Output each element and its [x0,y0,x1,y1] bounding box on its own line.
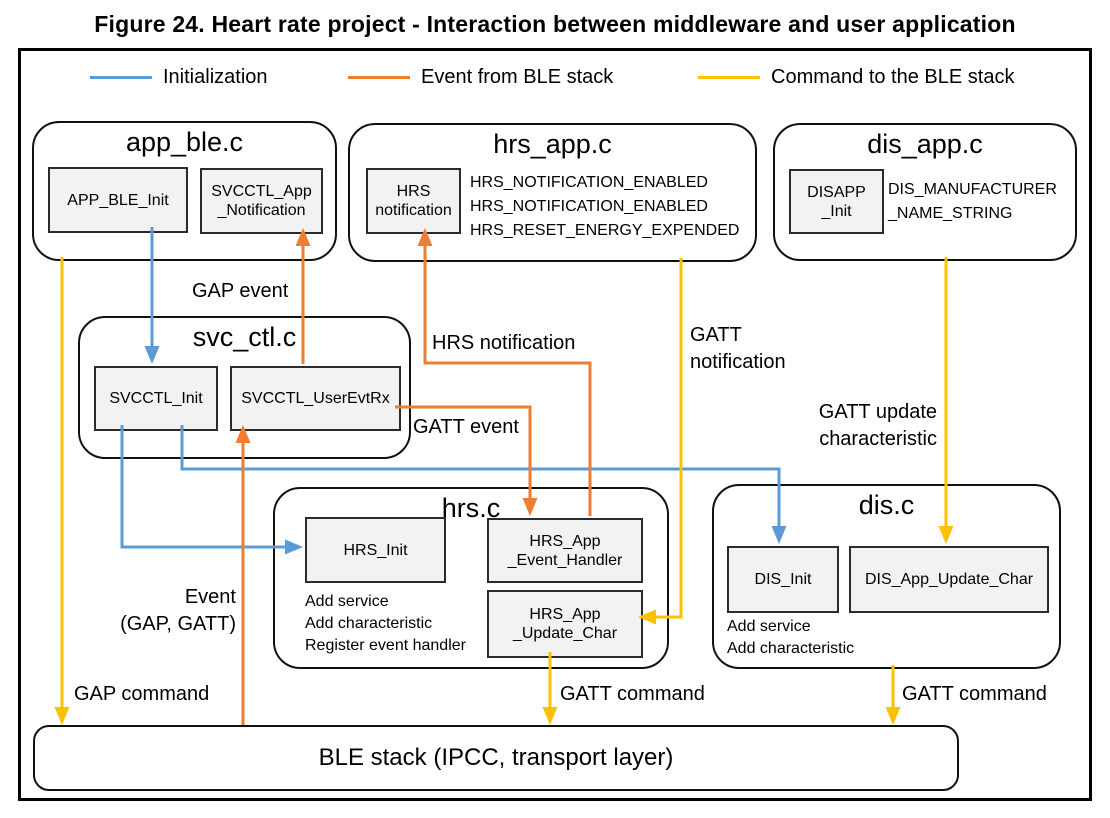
legend-item-event: Event from BLE stack [348,65,613,89]
label-hrs-notification: HRS notification [432,332,576,354]
dis-notes: Add service Add characteristic [727,618,855,657]
legend-label: Command to the BLE stack [771,65,1015,88]
module-app-ble: app_ble.c APP_BLE_Init SVCCTL_App _Notif… [32,121,337,261]
module-dis: dis.c DIS_Init DIS_App_Update_Char Add s… [712,484,1061,669]
legend-item-command: Command to the BLE stack [698,65,1014,89]
label-gatt-command-dis: GATT command [902,683,1047,705]
module-title: svc_ctl.c [192,322,297,352]
label-gatt-notification: GATT notification [690,324,786,373]
module-title: dis.c [858,490,915,520]
fn-hrs-init: HRS_Init [305,517,446,583]
fn-dis-app-update-char: DIS_App_Update_Char [849,546,1049,613]
fn-app-ble-init: APP_BLE_Init [48,167,188,233]
fn-hrs-notification: HRS notification [366,168,461,234]
label-event-gap-gatt: Event (GAP, GATT) [120,586,236,635]
fn-hrs-app-event-handler: HRS_App _Event_Handler [487,518,643,583]
legend-label: Initialization [163,65,268,88]
module-dis-app: dis_app.c DISAPP _Init DIS_MANUFACTURER … [773,123,1077,261]
fn-svcctl-user-evt-rx: SVCCTL_UserEvtRx [230,366,401,431]
module-hrs-app: hrs_app.c HRS notification HRS_NOTIFICAT… [348,123,757,262]
label-gap-command: GAP command [74,683,210,705]
module-hrs: hrs.c HRS_Init HRS_App _Event_Handler HR… [273,487,669,669]
ble-stack-label: BLE stack (IPCC, transport layer) [318,744,674,771]
legend-label: Event from BLE stack [421,65,614,88]
module-svc-ctl: svc_ctl.c SVCCTL_Init SVCCTL_UserEvtRx [78,316,411,459]
label-gatt-command-hrs: GATT command [560,683,705,705]
module-title: dis_app.c [867,129,983,159]
legend-line-blue [90,75,152,79]
legend-line-orange [348,75,410,79]
label-gap-event: GAP event [192,280,289,302]
legend-item-initialization: Initialization [90,65,268,89]
fn-hrs-app-update-char: HRS_App _Update_Char [487,590,643,658]
fn-dis-init: DIS_Init [727,546,839,613]
module-title: app_ble.c [125,127,244,157]
label-gatt-event: GATT event [413,416,519,438]
fn-svcctl-init: SVCCTL_Init [94,366,218,431]
legend-line-yellow [698,75,760,79]
hrs-notes: Add service Add characteristic Register … [305,593,466,654]
hrs-app-event-constants: HRS_NOTIFICATION_ENABLED HRS_NOTIFICATIO… [470,174,740,239]
fn-svcctl-app-notification: SVCCTL_App _Notification [200,168,323,234]
dis-app-constant: DIS_MANUFACTURER _NAME_STRING [888,181,1057,222]
fn-disapp-init: DISAPP _Init [789,169,884,234]
module-ble-stack: BLE stack (IPCC, transport layer) [33,725,959,791]
module-title: hrs_app.c [493,129,612,159]
label-gatt-update-characteristic: GATT update characteristic [818,401,937,450]
figure-title: Figure 24. Heart rate project - Interact… [94,11,1016,37]
